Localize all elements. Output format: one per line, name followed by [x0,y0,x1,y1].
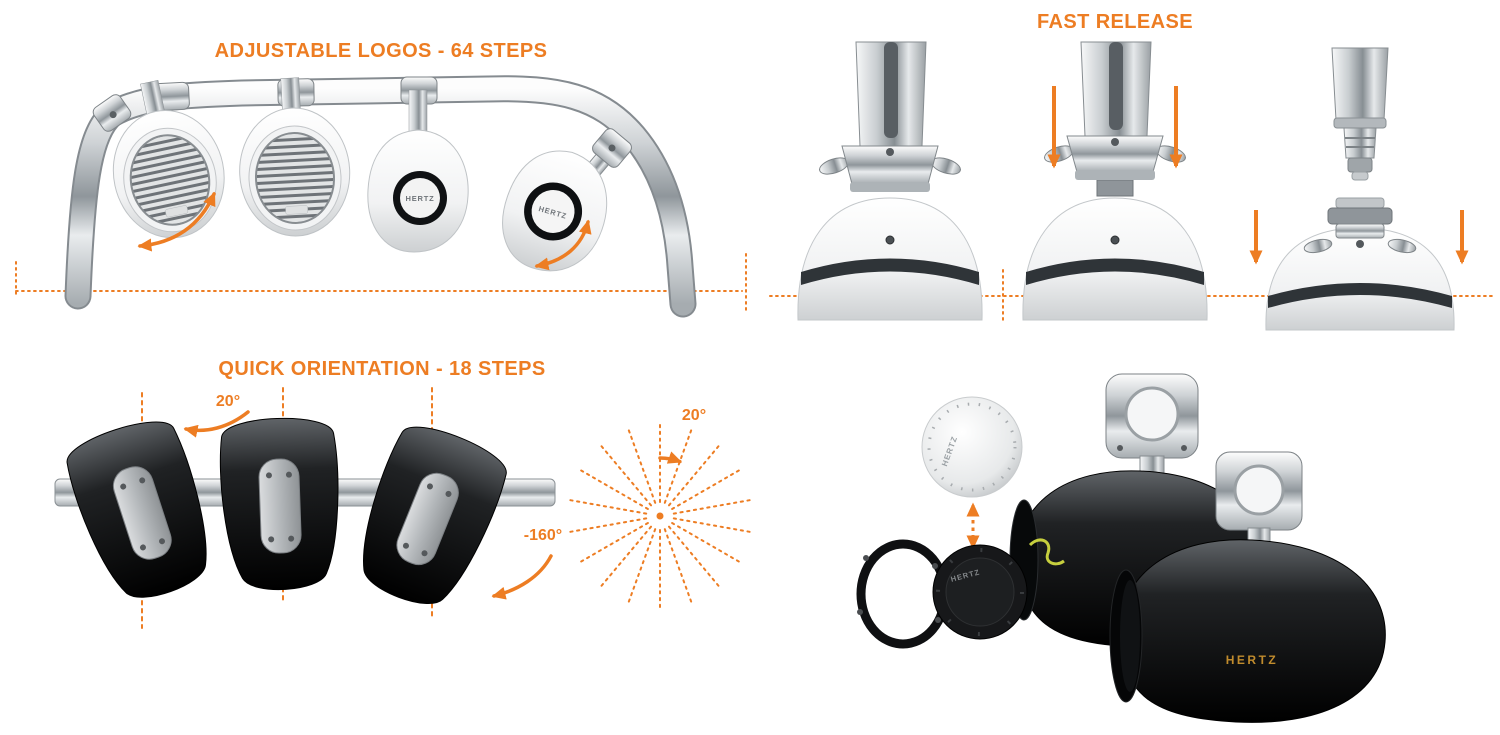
brand-logo-ring: HERTZ [406,194,435,203]
adjustable-logos-section: ADJUSTABLE LOGOS - 64 STEPS [15,40,747,318]
rotation-arrow-right [534,219,592,271]
black-speaker-tilt-left [66,421,207,598]
mount-plate [112,466,172,560]
radial-step-arc [658,451,683,464]
radial-star-ray [599,525,652,588]
reverse-tilt-angle-label: -160° [524,527,562,544]
radial-star-ray [672,517,752,533]
radial-star-ray [668,444,721,507]
black-speaker-vertical [219,417,339,591]
tilt-angle-label: 20° [216,393,240,410]
reverse-tilt-arrow [491,554,553,600]
gasket-ring [856,539,950,649]
adjustable-logos-title: ADJUSTABLE LOGOS - 64 STEPS [215,40,548,62]
back-cap: HERTZ [932,544,1028,640]
radial-star-ray [663,428,693,504]
radial-star-ray [579,469,649,510]
radial-star-ray [599,444,652,507]
radial-star-ray [671,522,741,563]
radial-star-ray [663,528,693,604]
radial-star-ray [672,499,752,515]
bar-end-joint [92,94,132,132]
radial-step-angle-label: 20° [682,407,706,424]
quick-orientation-section: QUICK ORIENTATION - 18 STEPS [54,358,752,629]
mount-plate [396,472,459,566]
quick-release-socket [1303,197,1417,254]
radial-star-ray [627,428,657,504]
quick-orientation-title: QUICK ORIENTATION - 18 STEPS [218,358,545,380]
fast-release-step-2 [1022,41,1208,321]
tilt-arrow [183,410,250,438]
exploded-view-section: HERTZ HERTZ HERTZ [856,373,1386,723]
white-speaker-logo-1: HERTZ [367,89,469,253]
fast-release-section: FAST RELEASE [769,11,1495,331]
front-tower-speaker: HERTZ [1109,451,1386,723]
radial-star-ray [579,522,649,563]
radial-star-ray [668,525,721,588]
speaker-wire [1028,538,1065,566]
mount-plate [258,458,302,554]
radial-star-ray [627,528,657,604]
speaker-grille [254,132,336,224]
fast-release-step-3 [1249,47,1469,331]
exploded-grille-parts: HERTZ HERTZ [856,396,1028,649]
black-speaker-tilt-right [363,426,507,604]
radial-star-ray [568,499,648,515]
brand-on-speaker: HERTZ [1226,653,1279,667]
orientation-radial-star [568,423,752,609]
grille-dome [921,396,1023,498]
radial-star-ray [671,469,741,510]
rotation-arrow-left [137,191,216,252]
radial-star-ray [568,517,648,533]
white-speaker-grille-2 [239,77,351,237]
fast-release-step-1 [797,41,983,321]
roll-bar [64,75,697,318]
fast-release-title: FAST RELEASE [1037,11,1193,33]
